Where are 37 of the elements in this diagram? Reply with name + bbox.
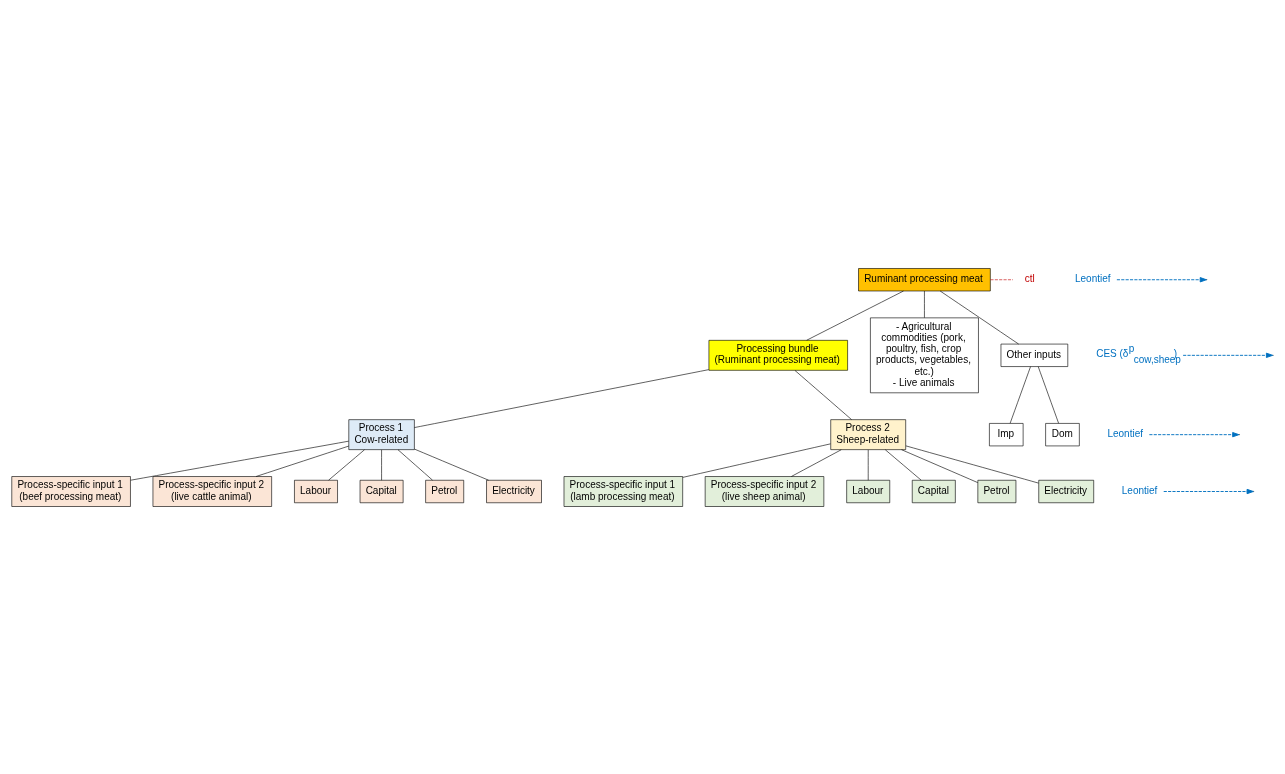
connector [414, 368, 709, 428]
node-box: - Agricultural commodities (pork, poultry, fish, crop products, vegetables, etc.) - Live animals [870, 317, 979, 393]
connector [130, 440, 349, 480]
connector [791, 448, 842, 477]
node-box: Electricity [1038, 479, 1095, 503]
node-box: Capital [359, 479, 404, 503]
node-box: Petrol [977, 479, 1017, 503]
node-box: Electricity [486, 479, 542, 503]
node-box: Process 2 Sheep-related [830, 418, 906, 450]
connector [924, 290, 925, 318]
connector [1009, 365, 1031, 424]
connector [794, 369, 852, 420]
node-box: Ruminant processing meat [858, 267, 991, 291]
node-text: Leontief [1121, 484, 1158, 496]
node-box: Process-specific input 1 (lamb processing meat) [563, 475, 683, 507]
connector [255, 445, 350, 477]
node-box: Capital [911, 479, 956, 503]
node-box: Labour [846, 479, 891, 503]
node-box: Dom [1045, 422, 1080, 446]
node-box: Other inputs [1000, 343, 1069, 367]
connector [806, 290, 904, 341]
node-box: Process-specific input 2 (live cattle animal) [152, 475, 272, 507]
node-box: Process 1 Cow-related [348, 418, 415, 450]
node-box: Labour [294, 479, 338, 503]
connector [901, 448, 978, 483]
node-text: Leontief [1074, 272, 1111, 284]
connector [990, 278, 1014, 280]
node-box: Imp [989, 422, 1024, 446]
node-box: Petrol [425, 479, 465, 503]
connector [328, 448, 365, 480]
connector [884, 448, 922, 480]
node-box: Process-specific input 2 (live sheep animal) [704, 475, 825, 507]
node-box: Processing bundle (Ruminant processing meat) [708, 339, 848, 371]
node-text: Leontief [1107, 427, 1143, 439]
node-box: Process-specific input 1 (beef processing meat) [11, 475, 131, 507]
node-text: ctl [1024, 272, 1035, 284]
arrow [1116, 276, 1207, 282]
